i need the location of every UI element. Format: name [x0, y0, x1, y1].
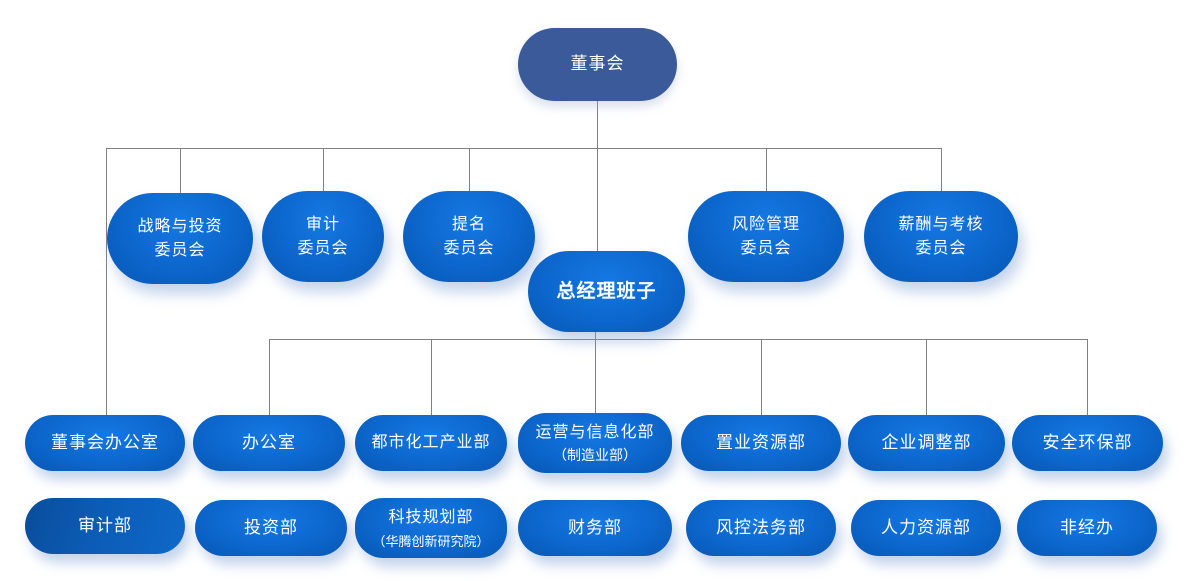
node-label: 审计部	[78, 515, 132, 535]
node-operations-informatization-dept: 运营与信息化部 （制造业部）	[518, 413, 672, 473]
node-sublabel: （制造业部）	[553, 447, 637, 464]
connector-enterprise-drop	[926, 339, 927, 417]
node-sublabel: （华腾创新研究院）	[372, 533, 490, 549]
node-label: 都市化工产业部	[371, 434, 491, 452]
node-label: 科技规划部	[388, 509, 474, 527]
node-label: 总经理班子	[556, 280, 657, 302]
node-audit-committee: 审计 委员会	[262, 191, 384, 282]
node-label: 财务部	[568, 517, 622, 537]
node-tech-planning-dept: 科技规划部 （华腾创新研究院）	[355, 498, 507, 558]
connector-safety-drop	[1087, 339, 1088, 417]
node-label: 安全环保部	[1042, 432, 1133, 452]
connector-board-office-drop	[106, 148, 107, 417]
node-risk-legal-dept: 风控法务部	[686, 500, 836, 556]
node-nomination-committee: 提名 委员会	[403, 191, 535, 282]
node-risk-management-committee: 风险管理 委员会	[688, 191, 844, 282]
node-investment-dept: 投资部	[195, 500, 347, 556]
connector-gm-drop	[597, 148, 598, 252]
connector-compensation-drop	[941, 148, 942, 193]
node-label: 提名 委员会	[443, 216, 495, 257]
connector-tier2-horizontal	[269, 339, 1088, 340]
node-label: 风险管理 委员会	[731, 216, 800, 257]
node-general-manager-team: 总经理班子	[528, 251, 685, 332]
node-label: 董事会办公室	[51, 432, 159, 452]
node-board-office: 董事会办公室	[25, 415, 185, 471]
connector-board-down	[597, 100, 598, 148]
connector-urban-chemical-drop	[431, 339, 432, 417]
node-safety-environment-dept: 安全环保部	[1012, 415, 1163, 471]
node-audit-dept: 审计部	[25, 498, 185, 554]
node-label: 置业资源部	[716, 432, 806, 452]
connector-operations-drop	[595, 331, 596, 417]
node-label: 审计 委员会	[297, 216, 349, 257]
node-enterprise-adjustment-dept: 企业调整部	[848, 415, 1005, 471]
node-label: 企业调整部	[881, 432, 972, 452]
node-office: 办公室	[193, 415, 345, 471]
node-label: 人力资源部	[881, 517, 971, 537]
node-property-resources-dept: 置业资源部	[681, 415, 841, 471]
connector-property-drop	[761, 339, 762, 417]
node-label: 董事会	[570, 54, 625, 74]
node-label: 非经办	[1060, 517, 1114, 537]
node-label: 风控法务部	[716, 517, 806, 537]
node-compensation-assessment-committee: 薪酬与考核 委员会	[864, 191, 1018, 282]
node-non-operating-office: 非经办	[1017, 500, 1157, 556]
connector-tier1-horizontal	[106, 148, 941, 149]
node-strategy-investment-committee: 战略与投资 委员会	[107, 193, 253, 284]
connector-nomination-drop	[469, 148, 470, 193]
node-label: 办公室	[242, 432, 296, 452]
node-label: 运营与信息化部	[535, 423, 655, 441]
node-board-of-directors: 董事会	[518, 28, 677, 101]
node-finance-dept: 财务部	[518, 500, 672, 556]
connector-risk-drop	[766, 148, 767, 193]
node-label: 薪酬与考核 委员会	[898, 216, 984, 257]
connector-audit-committee-drop	[323, 148, 324, 193]
node-urban-chemical-industry-dept: 都市化工产业部	[355, 415, 507, 471]
connector-office-drop	[269, 339, 270, 417]
node-label: 投资部	[244, 517, 298, 537]
node-label: 战略与投资 委员会	[137, 218, 223, 259]
node-human-resources-dept: 人力资源部	[851, 500, 1001, 556]
connector-strategy-drop	[180, 148, 181, 195]
